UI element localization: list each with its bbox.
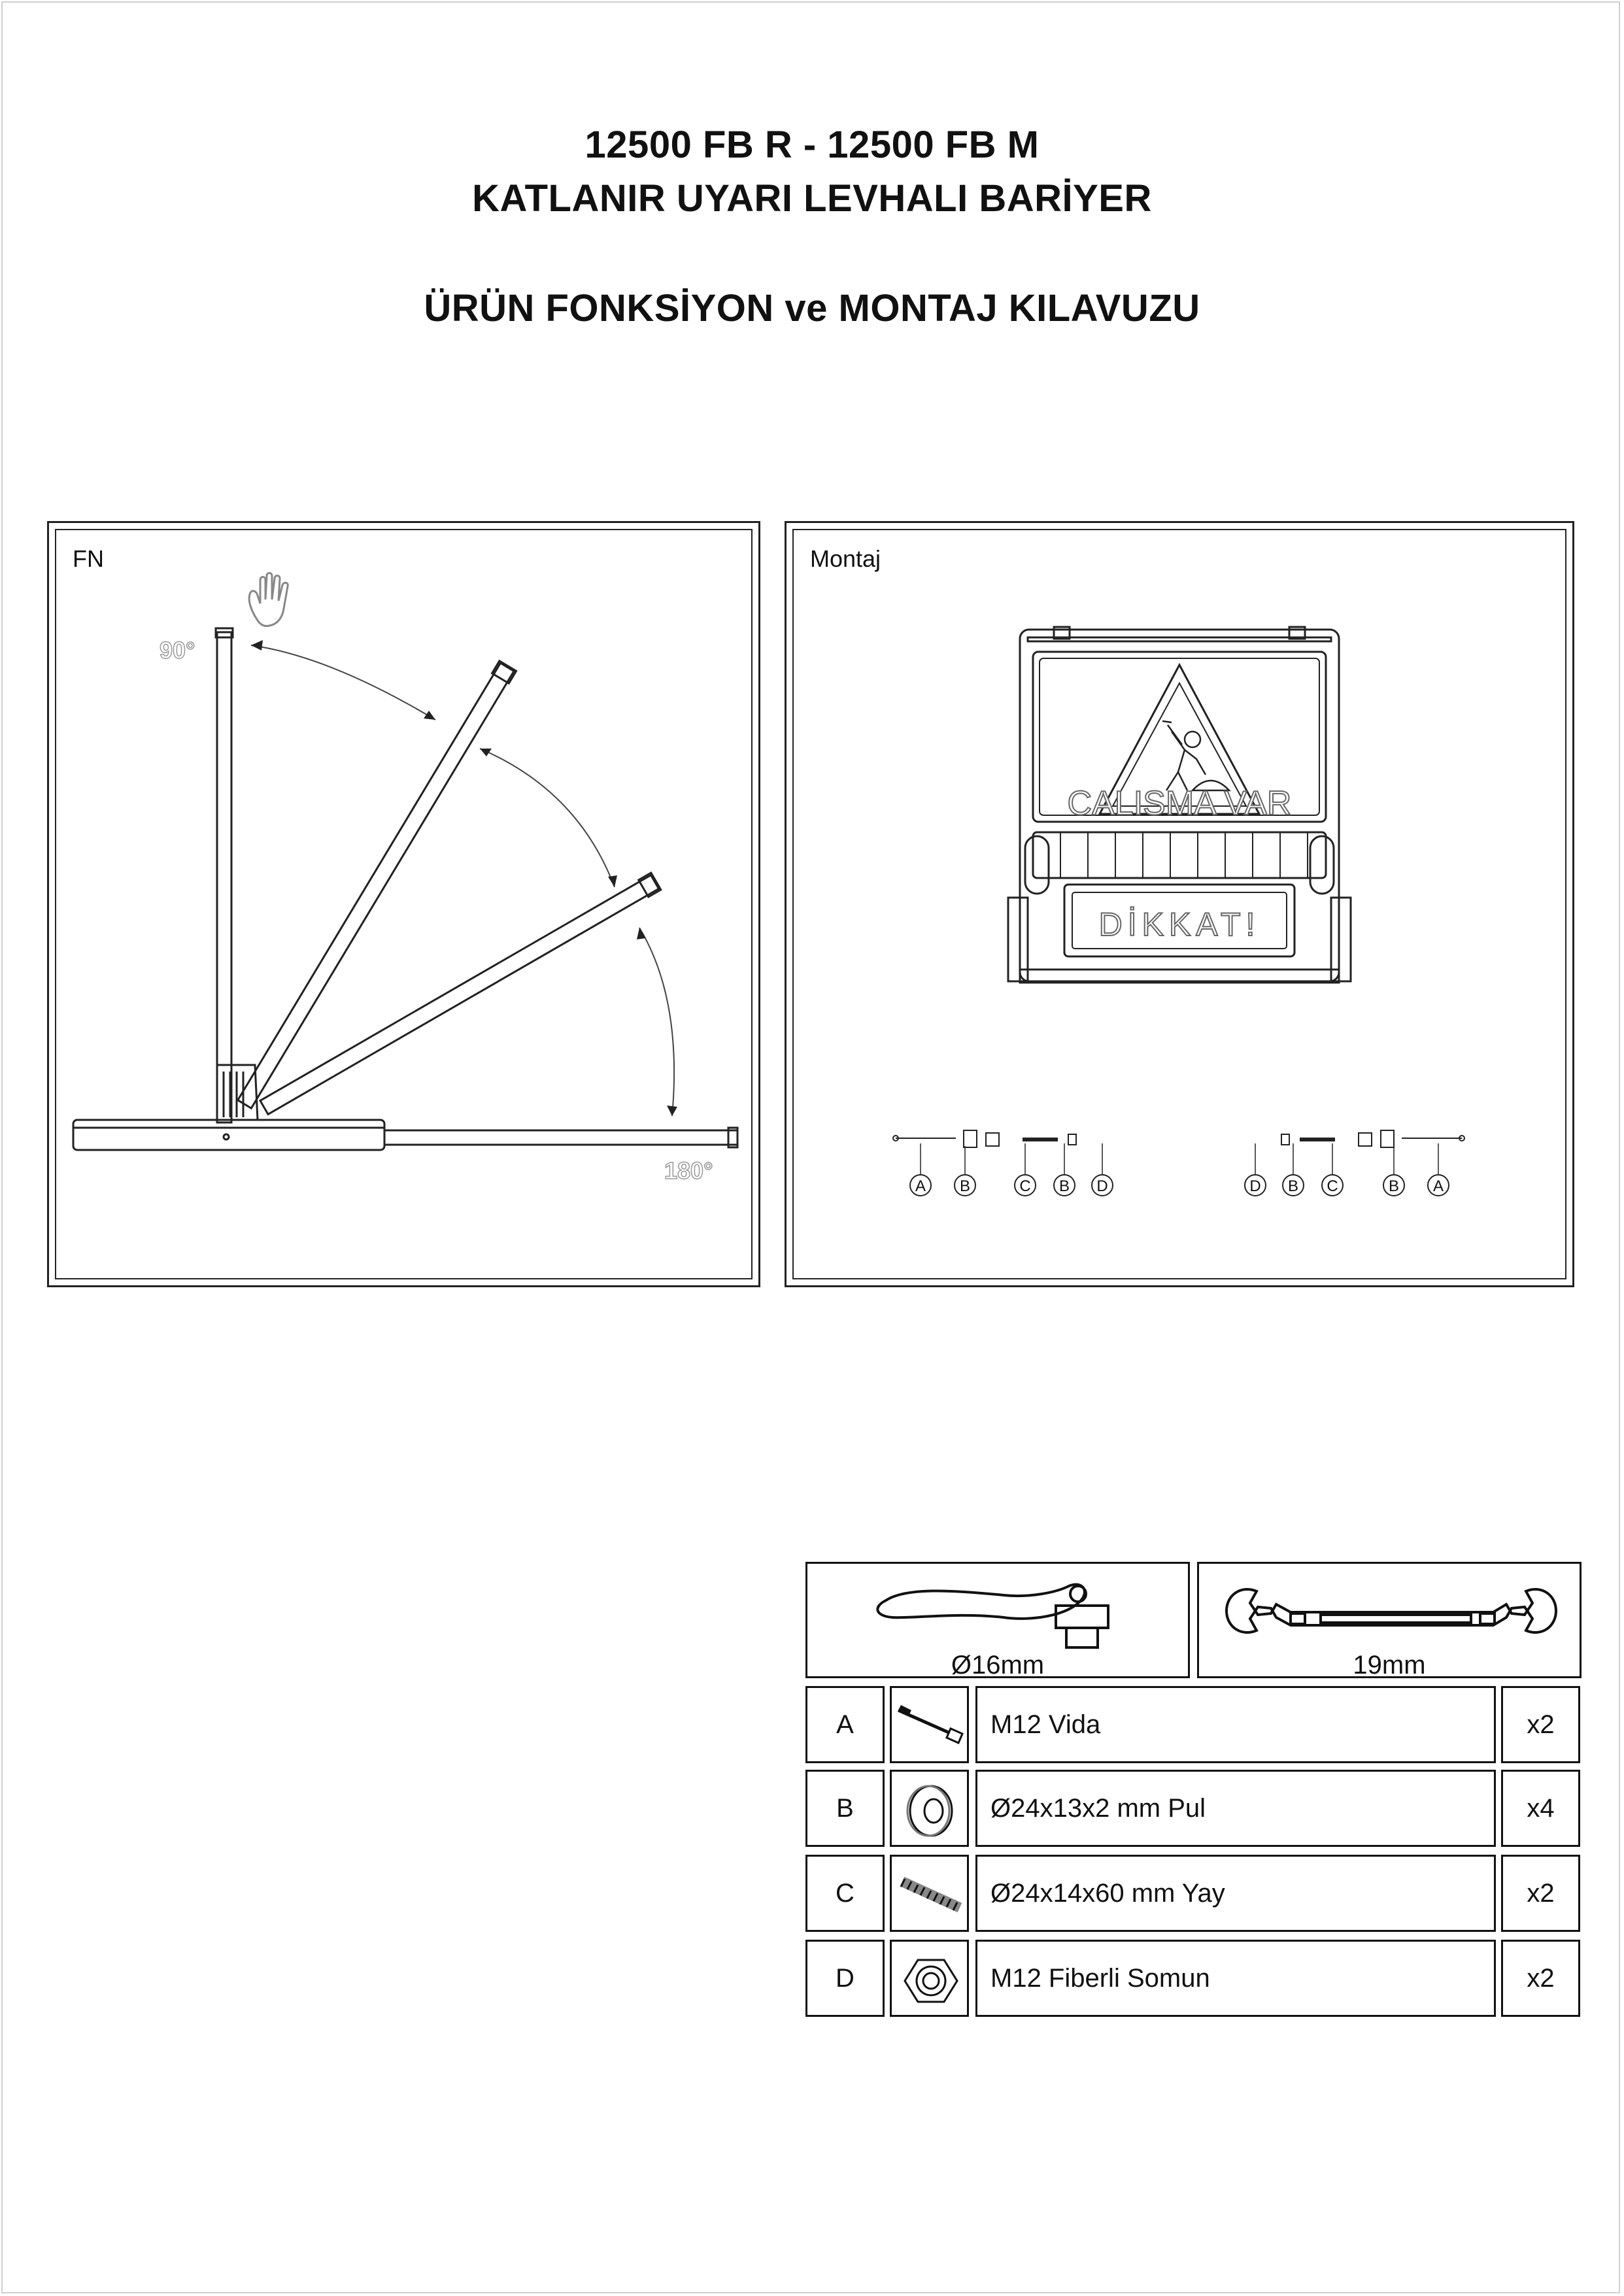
ratchet-size: Ø16mm [951,1651,1045,1680]
callout-right-5: A [1433,1177,1444,1195]
tool-cell-wrench: 19mm [1197,1562,1582,1680]
part-icon-cell-d [890,1940,969,2017]
callout-left-4: B [1059,1177,1070,1195]
ratchet-wrench-icon [876,1583,1109,1649]
callout-right-3: C [1327,1177,1338,1195]
nut-icon [904,1959,958,2003]
spring-icon [900,1876,962,1913]
arm-90 [216,631,233,1124]
arm-180 [383,1129,739,1146]
warning-triangle [1098,662,1261,815]
sign-text: CALISMA VAR [1068,785,1292,822]
part-qty-d: x2 [1501,1940,1580,2017]
open-end-wrench-icon [1225,1587,1558,1634]
callout-left-5: D [1096,1177,1108,1195]
angle-90-label: 90° [160,637,195,664]
fn-panel-label: FN [73,545,104,572]
part-qty-c: x2 [1501,1855,1580,1932]
motion-arc-1 [250,645,436,720]
part-desc-d: M12 Fiberli Somun [975,1940,1496,2017]
motion-arc-2 [479,748,615,888]
part-icon-cell-a [890,1686,969,1763]
worker-icon [1162,720,1231,792]
upper-sign [1032,650,1327,823]
title-manual: ÜRÜN FONKSİYON ve MONTAJ KILAVUZU [424,287,1200,329]
motion-arc-3 [639,927,675,1117]
arm-60 [236,659,518,1110]
fn-diagram: 90° 180° [72,572,739,1185]
lower-sign [1063,883,1296,958]
part-icon-cell-c [890,1855,969,1932]
tool-cell-ratchet: Ø16mm [805,1562,1190,1680]
callout-left-1: A [915,1177,926,1195]
part-desc-b: Ø24x13x2 mm Pul [975,1770,1496,1847]
part-qty-a: x2 [1501,1686,1580,1763]
callout-right-4: B [1389,1177,1399,1195]
fn-panel [47,521,760,1287]
part-code-a: A [805,1686,885,1763]
callout-left-2: B [960,1177,970,1195]
angle-180-label: 180° [664,1157,713,1184]
part-icon-cell-b [890,1770,969,1847]
lower-sign-text: DİKKAT! [1099,906,1260,943]
bolt-icon [897,1704,964,1744]
hand-icon [248,572,289,627]
callout-left-3: C [1019,1177,1030,1195]
title-model: 12500 FB R - 12500 FB M [584,124,1040,166]
arm-30 [258,871,662,1116]
montaj-diagram: CALISMA VAR DİKKAT! A B C B D D B C B A [892,626,1465,1196]
wrench-size: 19mm [1353,1651,1426,1680]
sign-frame [1019,628,1340,983]
part-code-b: B [805,1770,885,1847]
montaj-panel-label: Montaj [810,545,881,572]
montaj-panel [785,521,1574,1287]
callout-right-1: D [1249,1177,1260,1195]
title-product: KATLANIR UYARI LEVHALI BARİYER [472,177,1152,220]
part-code-c: C [805,1855,885,1932]
montaj-panel-inner [792,529,1566,1279]
part-code-d: D [805,1940,885,2017]
callout-right-2: B [1288,1177,1298,1195]
part-desc-c: Ø24x14x60 mm Yay [975,1855,1496,1932]
part-qty-b: x4 [1501,1770,1580,1847]
fn-panel-inner [55,529,753,1279]
washer-icon [906,1785,953,1837]
part-desc-a: M12 Vida [975,1686,1496,1763]
